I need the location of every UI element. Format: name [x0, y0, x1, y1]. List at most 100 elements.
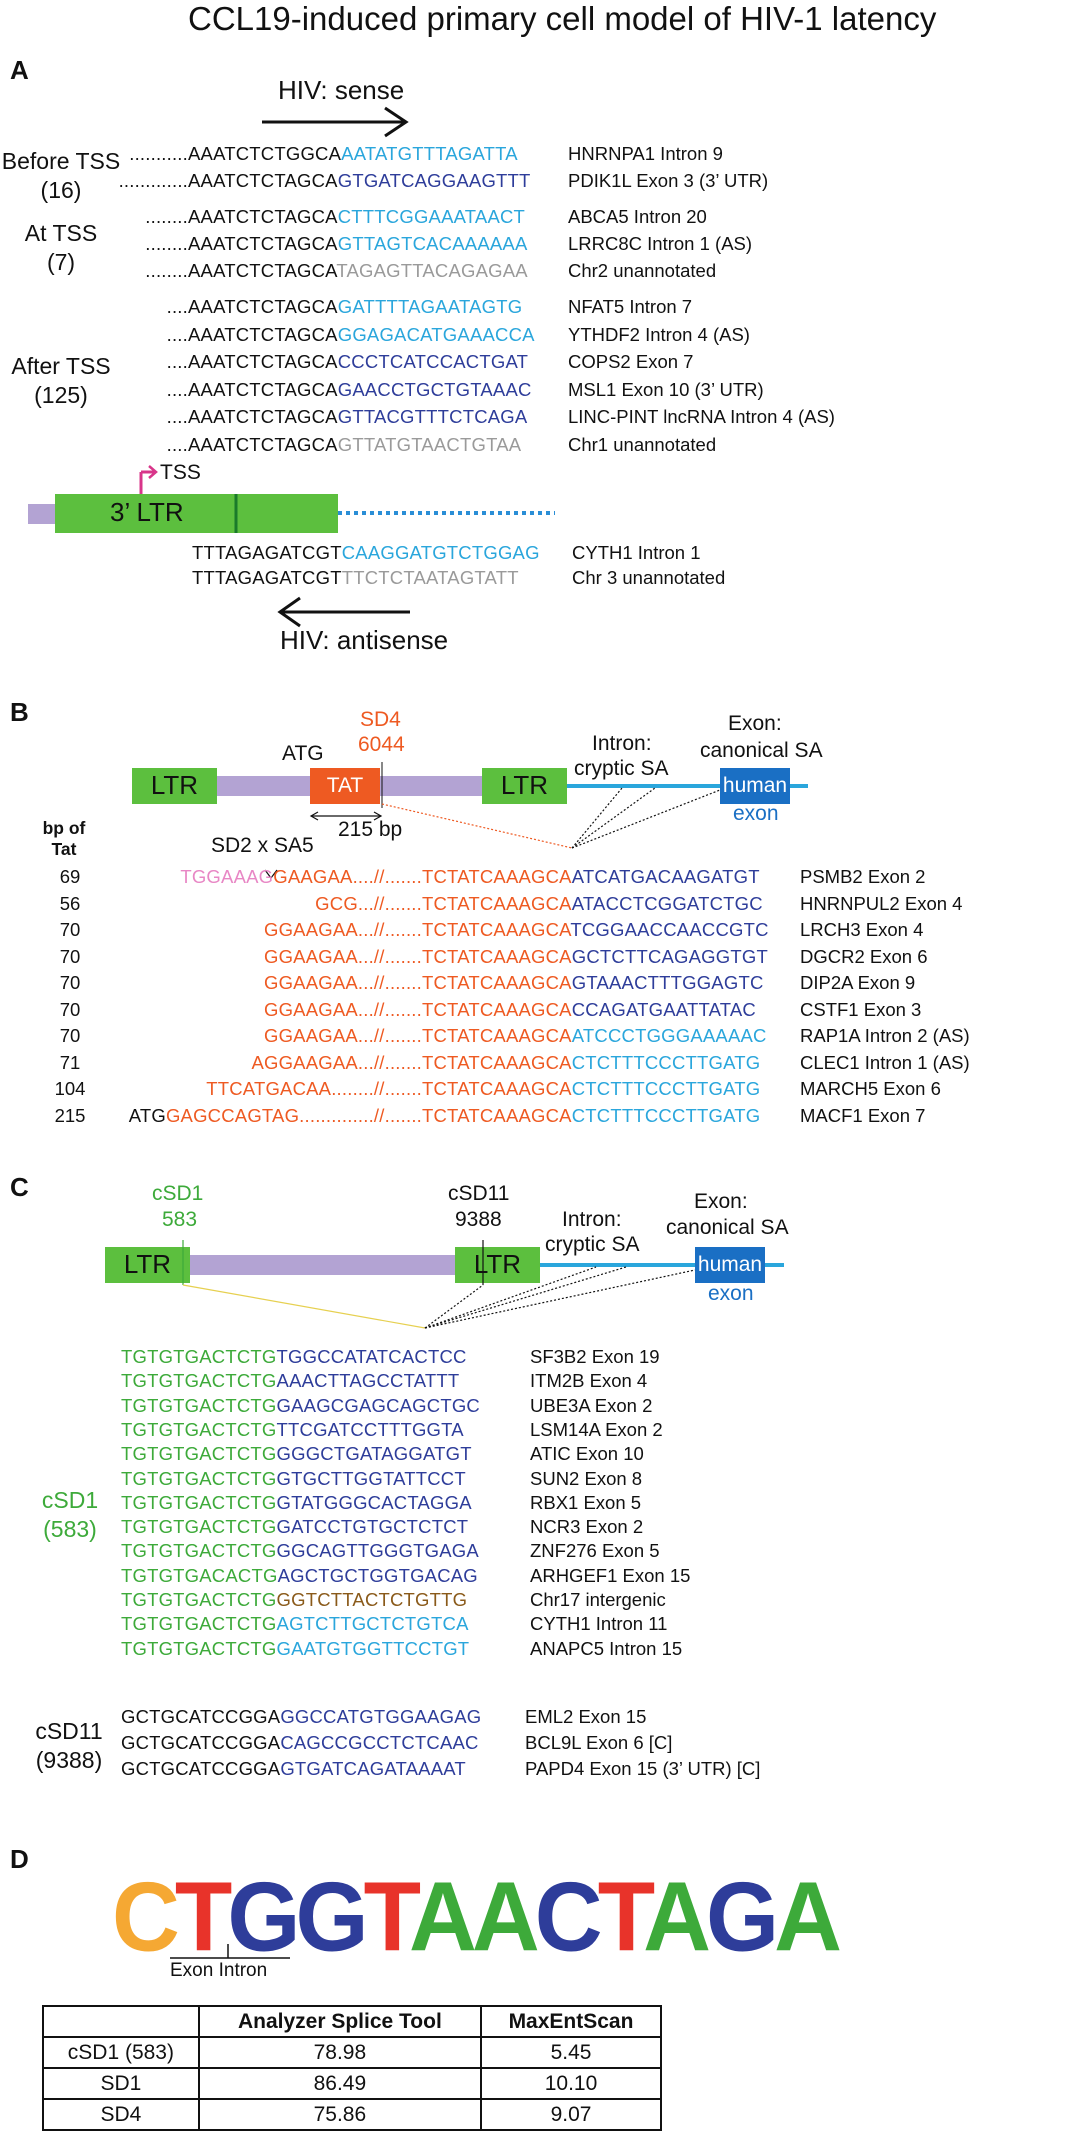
gene-annotation: RBX1 Exon 5 — [530, 1491, 642, 1513]
sequence-prefix: ........ — [145, 206, 188, 227]
sequence-row: TGTGTGACTCTGAGTCTTGCTCTGTCA — [121, 1613, 469, 1635]
before-tss-count: (16) — [40, 177, 82, 203]
human-sequence: TTCGATCCTTTGGTA — [276, 1418, 464, 1440]
panel-c-graphics — [105, 1240, 784, 1329]
human-sequence: GTAAACTTTGGAGTC — [571, 972, 764, 993]
human-sequence: CAAGGATGTCTGGAG — [341, 542, 540, 563]
hiv-sequence: AAATCTCTAGCA — [188, 379, 338, 400]
bp-value: 70 — [59, 1025, 81, 1046]
human-exon-box-c — [695, 1247, 765, 1283]
hiv-sequence: AAATCTCTAGCA — [188, 296, 338, 317]
ltr-5-box — [132, 768, 217, 804]
sequence-row: ...........AAATCTCTGGCAAATATGTTTAGATTA — [0, 143, 518, 165]
tss-arrow-icon — [139, 465, 158, 494]
sequence-row: ........AAATCTCTAGCATAGAGTTACAGAGAA — [0, 260, 528, 282]
bp-value: 56 — [59, 892, 81, 914]
sequence-row: GCTGCATCCGGAGGCCATGTGGAAGAG — [121, 1706, 481, 1728]
human-sequence: GGCAGTTGGGTGAGA — [276, 1540, 479, 1562]
table-cell: 86.49 — [197, 2067, 483, 2100]
hiv-sequence: TGTGTGACTCTG — [121, 1370, 277, 1392]
gene-annotation: SF3B2 Exon 19 — [530, 1346, 660, 1367]
gene-annotation: LRCH3 Exon 4 — [800, 919, 924, 940]
hiv-sequence: TGTGTGACTCTG — [121, 1637, 277, 1659]
gene-annotation: PAPD4 Exon 15 (3’ UTR) [C] — [525, 1758, 761, 1779]
human-sequence: GCTCTTCAGAGGTGT — [571, 945, 768, 967]
junction-sequence: TCTATCAAAGCA — [422, 1078, 572, 1099]
table-header-maxent: MaxEntScan — [480, 2005, 662, 2038]
sequence-row: TGTGTGACTCTGGTGCTTGGTATTCCT — [121, 1468, 466, 1490]
table-cell: cSD1 (583) — [42, 2036, 200, 2069]
atg-prefix: ATG — [128, 1104, 166, 1126]
hiv-sequence: AAATCTCTAGCA — [188, 324, 338, 345]
tat-sequence: GCG...//....... — [315, 892, 422, 914]
human-exon-label: human — [722, 774, 788, 797]
hiv-sequence: TGTGTGACTCTG — [121, 1540, 277, 1562]
sd4-label: SD4 — [360, 708, 401, 731]
bp-value: 70 — [59, 945, 81, 967]
hiv-sequence: AAATCTCTGGCA — [188, 143, 342, 164]
hiv-sequence: AAATCTCTAGCA — [188, 260, 337, 281]
sequence-prefix: ............. — [118, 170, 188, 191]
sense-label: HIV: sense — [278, 75, 405, 105]
logo-letter: T — [174, 1861, 232, 1972]
human-sequence: TAGAGTTACAGAGAA — [336, 260, 528, 281]
hiv-sequence: TGTGTGACTCTG — [121, 1394, 277, 1416]
hiv-sequence: TGTGTGACTCTG — [121, 1491, 277, 1513]
bp-of-text: bp of — [42, 818, 86, 838]
tat-sequence: GAAGAA....//....... — [273, 866, 422, 887]
bp-value: 70 — [59, 998, 81, 1020]
human-sequence: TTCTCTAATAGTATT — [341, 567, 519, 588]
exon-word-b: exon — [733, 802, 779, 825]
sequence-row: GGAAGAA...//.......TCTATCAAAGCATCGGAACCA… — [0, 919, 769, 941]
gene-annotation: EML2 Exon 15 — [525, 1706, 647, 1727]
junction-sequence: TCTATCAAAGCA — [422, 972, 572, 993]
gene-annotation: DIP2A Exon 9 — [800, 972, 916, 993]
gene-annotation: CYTH1 Intron 1 — [572, 542, 701, 563]
at-tss-text: At TSS — [24, 220, 98, 246]
intron-word-d: Intron — [218, 1960, 268, 1981]
gene-annotation: LINC-PINT lncRNA Intron 4 (AS) — [568, 406, 835, 427]
gene-annotation: MSL1 Exon 10 (3’ UTR) — [568, 379, 764, 400]
human-sequence: GAACCTGCTGTAAAC — [337, 379, 532, 400]
human-sequence: GGCCATGTGGAAGAG — [280, 1706, 482, 1727]
gene-annotation: PSMB2 Exon 2 — [800, 866, 926, 887]
logo-letter: A — [409, 1861, 477, 1972]
sequence-row: ........AAATCTCTAGCACTTTCGGAAATAACT — [0, 206, 525, 228]
exon-intron-label: Exon Intron — [170, 1960, 267, 1982]
gene-annotation: UBE3A Exon 2 — [530, 1394, 653, 1416]
tat-sequence: AGGAAGAA...//....... — [251, 1051, 422, 1073]
sequence-row: TGTGTGACTCTGGAATGTGGTTCCTGT — [121, 1638, 469, 1660]
sd2-sequence: TGGAAAG — [180, 866, 274, 887]
bp-value: 215 — [54, 1104, 86, 1126]
ltr-3-label-b: LTR — [500, 770, 549, 800]
tat-sequence-part: TTCATGACAA........//....... — [0, 1078, 422, 1100]
panel-a-letter: A — [10, 55, 29, 85]
sequence-row: ........AAATCTCTAGCAGTTAGTCACAAAAAA — [0, 233, 527, 255]
logo-letter: G — [706, 1861, 779, 1972]
tat-sequence-part: AGGAAGAA...//....... — [0, 1052, 422, 1074]
sequence-row: TTTAGAGATCGTTTCTCTAATAGTATT — [192, 567, 519, 589]
table-row: cSD1 (583) 78.98 5.45 — [42, 2036, 662, 2069]
exon-word-d: Exon — [170, 1960, 214, 1981]
tat-sequence: GGAAGAA...//....... — [263, 919, 422, 940]
gene-annotation: ARHGEF1 Exon 15 — [530, 1564, 691, 1586]
bp-value: 69 — [59, 866, 81, 887]
human-sequence: AGCTGCTGGTGACAG — [277, 1564, 478, 1586]
gene-annotation: RAP1A Intron 2 (AS) — [800, 1025, 970, 1046]
after-tss-text: After TSS — [11, 353, 111, 379]
after-tss-count: (125) — [34, 382, 88, 408]
table-cell: SD4 — [42, 2098, 200, 2131]
tat-sequence-part: GGAAGAA...//....... — [0, 946, 422, 968]
sequence-row: TGTGTGACTCTGGGGCTGATAGGATGT — [121, 1443, 472, 1465]
sequence-prefix: ........... — [129, 143, 188, 164]
human-exon-label-c: human — [697, 1253, 763, 1276]
figure-title: CCL19-induced primary cell model of HIV-… — [188, 0, 937, 37]
gene-annotation: HNRNPA1 Intron 9 — [568, 143, 723, 164]
sequence-row: TGTGTGACTCTGTGGCCATATCACTCC — [121, 1346, 467, 1368]
after-tss-label: After TSS (125) — [0, 352, 122, 410]
human-sequence: GAAGCGAGCAGCTGC — [276, 1394, 480, 1416]
sequence-row: GCTGCATCCGGAGTGATCAGATAAAAT — [121, 1758, 466, 1780]
csd11-group-label: cSD11 (9388) — [24, 1717, 114, 1775]
human-sequence: CCAGATGAATTATAC — [571, 998, 756, 1020]
bp-value: 70 — [59, 919, 81, 940]
